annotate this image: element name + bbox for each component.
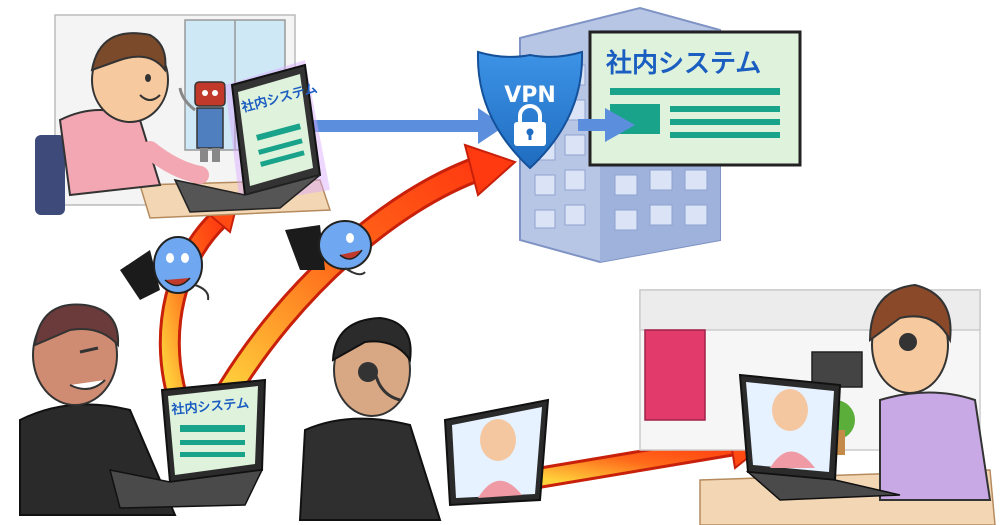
lock-icon	[514, 104, 546, 146]
headset-hacker-scene	[298, 316, 550, 521]
vpn-to-system-arrow	[578, 108, 635, 142]
headset-icon	[358, 362, 378, 382]
malware-bat-icon	[120, 236, 210, 301]
headset-hacker-laptop	[443, 398, 550, 507]
hacker-laptop: 社内システム	[108, 378, 267, 509]
vpn-label: VPN	[504, 83, 556, 108]
hacker-laptop-screen-label: 社内システム	[170, 395, 250, 418]
home-laptop	[738, 373, 901, 501]
office-laptop: 社内システム	[173, 63, 322, 213]
vpn-shield-icon: VPN	[476, 50, 584, 170]
office-worker-scene: 社内システム	[35, 14, 332, 219]
malware-bat-icon-2	[285, 220, 372, 276]
home-worker-scene	[639, 283, 996, 525]
home-headset-icon	[899, 333, 917, 351]
system-panel-title: 社内システム	[606, 48, 761, 79]
hacker-scene: 社内システム	[19, 303, 267, 516]
robot-icon	[178, 81, 226, 162]
connection-arrow-blue	[300, 108, 505, 144]
system-panel: 社内システム	[588, 30, 802, 167]
